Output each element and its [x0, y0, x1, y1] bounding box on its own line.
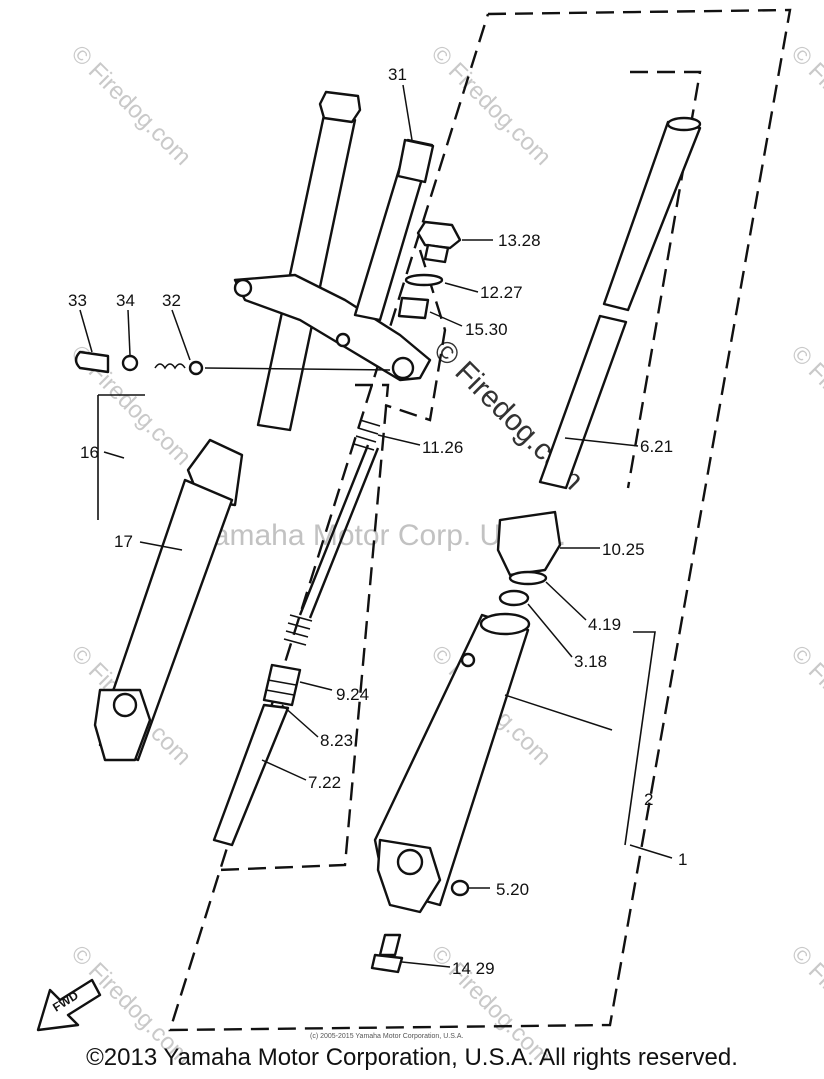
right-axle-hole [396, 848, 424, 876]
drain-washer-5 [450, 879, 470, 897]
label-6-21: 6.21 [640, 437, 673, 456]
leader-8-23 [281, 704, 319, 738]
left-cap-bolt [318, 90, 362, 124]
rebound-spring-11 [298, 444, 370, 616]
label-14-29: 14 29 [452, 959, 495, 978]
cap-bolt-13-thread [423, 243, 450, 264]
cap-bolt-13 [416, 220, 462, 250]
leader-17 [139, 541, 183, 551]
leader-6-21 [564, 437, 639, 447]
label-31: 31 [388, 65, 407, 84]
fine-print: (c) 2005-2015 Yamaha Motor Corporation, … [310, 1033, 463, 1040]
leader-15-30 [429, 311, 463, 327]
label-34: 34 [116, 291, 135, 310]
leader-16 [103, 451, 125, 459]
fork-top-parts [397, 220, 462, 320]
circlip-4 [508, 570, 548, 586]
label-12-27: 12.27 [480, 283, 523, 302]
damper-rod-7 [212, 703, 290, 847]
damper-rod-outline [217, 383, 390, 872]
label-4-19: 4.19 [588, 615, 621, 634]
o-ring-12 [404, 273, 444, 287]
label-33: 33 [68, 291, 87, 310]
fwd-arrow-icon [36, 978, 102, 1032]
label-17: 17 [114, 532, 133, 551]
oil-seal-10 [496, 510, 562, 577]
label-8-23: 8.23 [320, 731, 353, 750]
label-11-26: 11.26 [422, 438, 463, 457]
bracket-bolt-parts [74, 350, 391, 376]
label-10-25: 10.25 [602, 540, 645, 559]
leader-34 [127, 309, 131, 356]
spring-11-top [353, 419, 381, 451]
spring-32 [154, 363, 186, 370]
under-bracket [233, 273, 432, 382]
bracket-2 [624, 631, 656, 846]
bolt-14-head [370, 953, 404, 974]
right-inner-tube-lower [538, 314, 628, 490]
bracket-hole-left [233, 278, 253, 298]
leader-2 [504, 694, 613, 731]
left-axle-hole [112, 692, 138, 718]
right-outer-tube-mouth [479, 612, 531, 636]
leader-lines [79, 84, 673, 968]
watermark-site-2: © Firedog.com [426, 40, 557, 171]
bolt-33 [74, 350, 110, 374]
leader-31 [402, 84, 413, 141]
leader-33 [79, 309, 93, 353]
label-16: 16 [80, 443, 99, 462]
fwd-arrow: FWD [36, 978, 102, 1032]
label-2: 2 [644, 790, 653, 809]
part-labels: 31 13.28 12.27 15.30 33 34 32 11.26 6.21… [68, 65, 687, 978]
nut-32 [188, 360, 204, 376]
assembly-outlines [97, 8, 792, 1032]
bolt-alignment-line [204, 367, 391, 371]
label-9-24: 9.24 [336, 685, 369, 704]
leader-4-19 [545, 581, 587, 621]
bracket-hole-center [335, 332, 351, 348]
copyright-notice: ©2013 Yamaha Motor Corporation, U.S.A. A… [86, 1044, 738, 1071]
rebound-spring-11-b [308, 447, 380, 619]
leader-9-24 [299, 681, 333, 691]
right-inner-tube-top [666, 116, 702, 132]
piston-ring-9-grooves [265, 679, 297, 696]
damper-rod-parts [212, 419, 381, 847]
label-32: 32 [162, 291, 181, 310]
collar-15 [397, 296, 430, 320]
leader-14-29 [401, 961, 451, 968]
watermark-site-3: © Firedog.com [786, 40, 824, 171]
leader-3-18 [527, 603, 573, 658]
watermark-site-6: © Firedog.com [786, 340, 824, 471]
label-3-18: 3.18 [574, 652, 607, 671]
leader-32 [171, 309, 191, 361]
inner-tube-outline [626, 70, 702, 489]
watermark-site-9: © Firedog.com [786, 640, 824, 771]
outer-fork-assembly-outline [168, 8, 792, 1032]
left-inner-tube [256, 113, 357, 432]
leader-11-26 [377, 434, 421, 446]
label-1: 1 [678, 850, 687, 869]
outer-tube-lug [460, 652, 476, 668]
label-5-20: 5.20 [496, 880, 529, 899]
label-15-30: 15.30 [465, 320, 508, 339]
bracket-outline [384, 249, 447, 422]
watermark-site-1: © Firedog.com [66, 40, 197, 171]
bolt-14-thread [378, 933, 402, 957]
label-13-28: 13.28 [498, 231, 541, 250]
stem-thread [396, 138, 435, 184]
leader-7-22 [261, 759, 307, 781]
leader-1 [629, 844, 673, 859]
washer-3 [498, 589, 530, 607]
spring-11-bottom [283, 614, 313, 646]
bracket-hole-right [391, 356, 415, 380]
right-axle-boss [376, 838, 442, 914]
right-fork-leg [370, 116, 702, 974]
label-7-22: 7.22 [308, 773, 341, 792]
right-inner-tube-upper [602, 120, 702, 312]
leader-12-27 [444, 282, 479, 293]
left-fork-leg [93, 90, 435, 762]
washer-34 [121, 354, 139, 372]
